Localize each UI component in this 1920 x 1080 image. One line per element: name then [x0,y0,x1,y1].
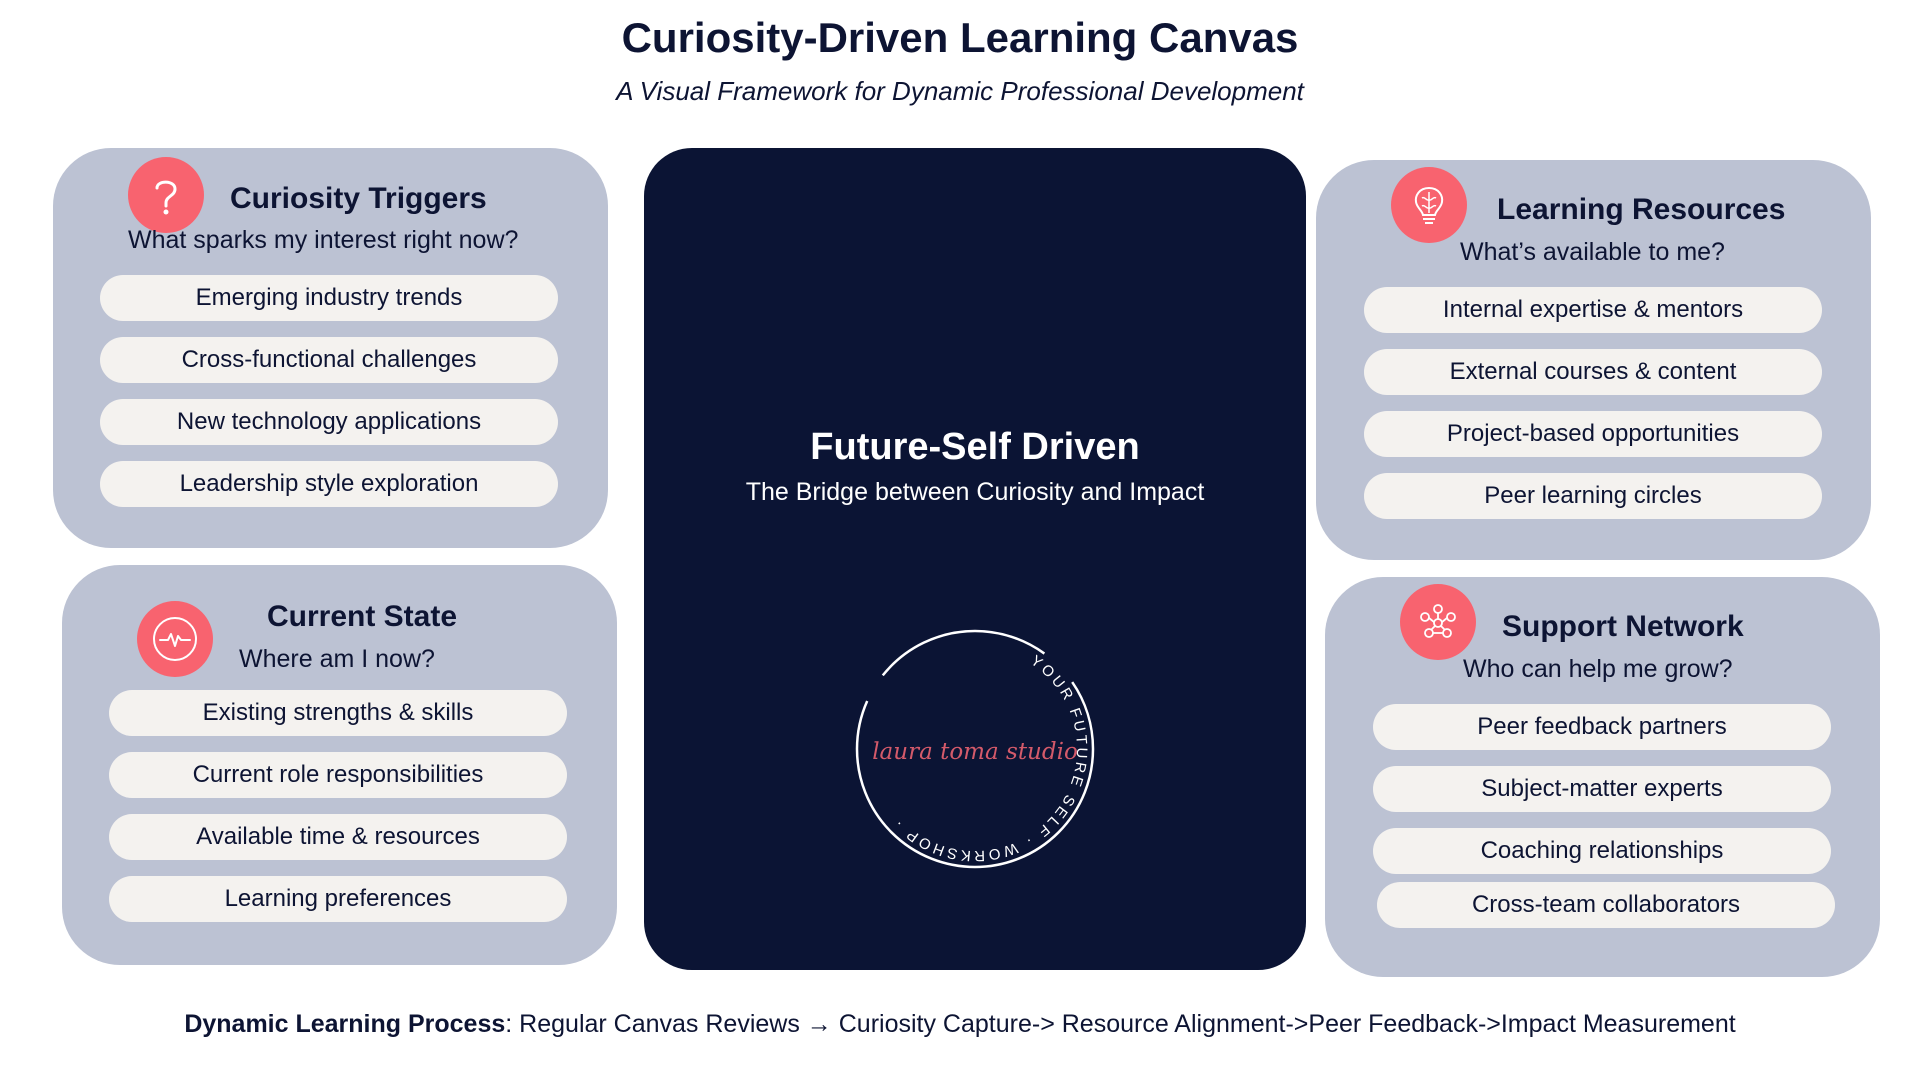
list-item: New technology applications [100,399,558,445]
heartbeat-icon [137,601,213,677]
center-subtitle: The Bridge between Curiosity and Impact [745,478,1205,506]
panel-title: Curiosity Triggers [230,182,487,215]
list-item: Existing strengths & skills [109,690,567,736]
panel-title: Learning Resources [1497,193,1786,226]
lightbulb-brain-icon [1391,167,1467,243]
list-item: Peer feedback partners [1373,704,1831,750]
panel-question: Where am I now? [239,645,435,673]
process-footer: Dynamic Learning Process: Regular Canvas… [0,1010,1920,1039]
panel-question: What sparks my interest right now? [128,226,519,254]
current-state-panel: Current State Where am I now? Existing s… [62,565,617,965]
studio-badge-logo: YOUR FUTURE SELF · WORKSHOP · laura toma… [855,629,1095,869]
list-item: Leadership style exploration [100,461,558,507]
list-item: Peer learning circles [1364,473,1822,519]
center-title: Future-Self Driven [810,426,1140,468]
list-item: Subject-matter experts [1373,766,1831,812]
list-item: Available time & resources [109,814,567,860]
page-title: Curiosity-Driven Learning Canvas [621,14,1299,61]
list-item: Emerging industry trends [100,275,558,321]
list-item: Learning preferences [109,876,567,922]
list-item: Internal expertise & mentors [1364,287,1822,333]
footer-label: Dynamic Learning Process [184,1010,506,1038]
badge-script-text: laura toma studio [872,739,1078,765]
list-item: Cross-team collaborators [1377,882,1835,928]
network-icon [1400,584,1476,660]
list-item: Current role responsibilities [109,752,567,798]
list-item: Project-based opportunities [1364,411,1822,457]
support-network-panel: Support Network Who can help me grow? Pe… [1325,577,1880,977]
list-item: Coaching relationships [1373,828,1831,874]
question-mark-icon [128,157,204,233]
panel-title: Current State [267,600,458,633]
panel-question: Who can help me grow? [1463,655,1733,683]
page-subtitle: A Visual Framework for Dynamic Professio… [616,76,1304,106]
panel-title: Support Network [1502,610,1744,643]
footer-text: : Regular Canvas Reviews → Curiosity Cap… [505,1010,1736,1038]
list-item: External courses & content [1364,349,1822,395]
learning-resources-panel: Learning Resources What’s available to m… [1316,160,1871,560]
panel-question: What’s available to me? [1460,238,1725,266]
list-item: Cross-functional challenges [100,337,558,383]
future-self-card: Future-Self Driven The Bridge between Cu… [644,148,1306,970]
curiosity-triggers-panel: Curiosity Triggers What sparks my intere… [53,148,608,548]
